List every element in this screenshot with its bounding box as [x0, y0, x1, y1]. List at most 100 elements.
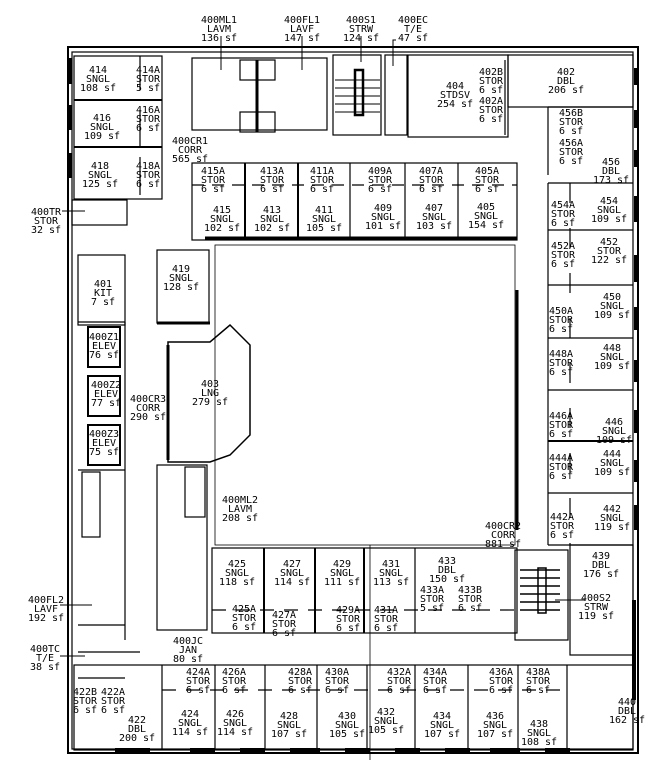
- room-type: STOR: [185, 676, 211, 687]
- room-type: DBL: [556, 76, 576, 87]
- room-id: 422A: [100, 687, 126, 698]
- room-area: 109 sf: [83, 131, 121, 142]
- room-id: 428: [279, 711, 299, 722]
- room-id: 446A: [548, 411, 574, 422]
- room-type: CORR: [135, 403, 161, 414]
- room-area: 6 sf: [457, 603, 483, 614]
- room-id: 415A: [200, 166, 226, 177]
- room-area: 107 sf: [476, 729, 514, 740]
- room-id: 431: [381, 559, 401, 570]
- room-area: 105 sf: [305, 223, 343, 234]
- room-area: 6 sf: [135, 123, 161, 134]
- room-id: 409A: [367, 166, 393, 177]
- room-area: 77 sf: [90, 398, 122, 409]
- room-id: 402B: [478, 67, 504, 78]
- room-id: 430A: [324, 667, 350, 678]
- room-type: STOR: [287, 676, 313, 687]
- room-area: 6 sf: [373, 623, 399, 634]
- room-id: 418A: [135, 161, 161, 172]
- room-type: SNGL: [599, 352, 625, 363]
- room-type: SNGL: [429, 720, 455, 731]
- room-type: STOR: [135, 170, 161, 181]
- rooms-bottom-row: [73, 664, 634, 751]
- room-id: 426A: [221, 667, 247, 678]
- room-id: 400Z2: [90, 380, 122, 391]
- room-area: 6 sf: [548, 471, 574, 482]
- room-area: 109 sf: [593, 310, 631, 321]
- room-type: SNGL: [311, 214, 337, 225]
- room-id: 402: [556, 67, 576, 78]
- room-id: 430: [337, 711, 357, 722]
- room-area: 6 sf: [100, 705, 126, 716]
- room-area: 6 sf: [324, 685, 350, 696]
- room-type: LAVF: [33, 604, 59, 615]
- room-type: STOR: [324, 676, 350, 687]
- room-area: 102 sf: [203, 223, 241, 234]
- room-type: SNGL: [224, 568, 250, 579]
- room-area: 6 sf: [549, 530, 575, 541]
- room-type: SNGL: [177, 718, 203, 729]
- room-type: STOR: [558, 117, 584, 128]
- room-area: 119 sf: [593, 522, 631, 533]
- room-id: 414A: [135, 65, 161, 76]
- room-area: 6 sf: [135, 179, 161, 190]
- room-id: 422B: [72, 687, 98, 698]
- room-id: 429: [332, 559, 352, 570]
- room-area: 6 sf: [478, 114, 504, 125]
- room-area: 125 sf: [81, 179, 119, 190]
- room-id: 414: [88, 65, 108, 76]
- room-type: STOR: [259, 175, 285, 186]
- room-id: 415: [212, 205, 232, 216]
- room-area: 47 sf: [397, 33, 429, 44]
- left-core: [77, 254, 140, 653]
- room-id: 401: [93, 279, 113, 290]
- room-area: 6 sf: [478, 85, 504, 96]
- room-id: 426: [225, 709, 245, 720]
- room-type: STOR: [309, 175, 335, 186]
- room-id: 444A: [548, 453, 574, 464]
- room-id: 403: [200, 379, 220, 390]
- room-id: 431A: [373, 605, 399, 616]
- room-id: 400FL1: [283, 15, 321, 26]
- room-id: 400TR: [30, 207, 62, 218]
- room-type: STOR: [200, 175, 226, 186]
- room-area: 6 sf: [72, 705, 98, 716]
- room-area: 162 sf: [608, 715, 646, 726]
- room-area: 108 sf: [79, 83, 117, 94]
- room-type: STOR: [373, 614, 399, 625]
- room-type: LAVM: [227, 504, 253, 515]
- room-area: 6 sf: [525, 685, 551, 696]
- room-area: 6 sf: [418, 184, 444, 195]
- room-area: 147 sf: [283, 33, 321, 44]
- room-type: STOR: [457, 594, 483, 605]
- room-area: 6 sf: [200, 184, 226, 195]
- room-id: 400FL2: [27, 595, 65, 606]
- rooms-425-433: [211, 545, 518, 760]
- room-area: 173 sf: [592, 175, 630, 186]
- room-type: SNGL: [599, 513, 625, 524]
- room-id: 422: [127, 715, 147, 726]
- room-id: 411A: [309, 166, 335, 177]
- room-id: 454A: [550, 200, 576, 211]
- room-type: ELEV: [93, 389, 119, 400]
